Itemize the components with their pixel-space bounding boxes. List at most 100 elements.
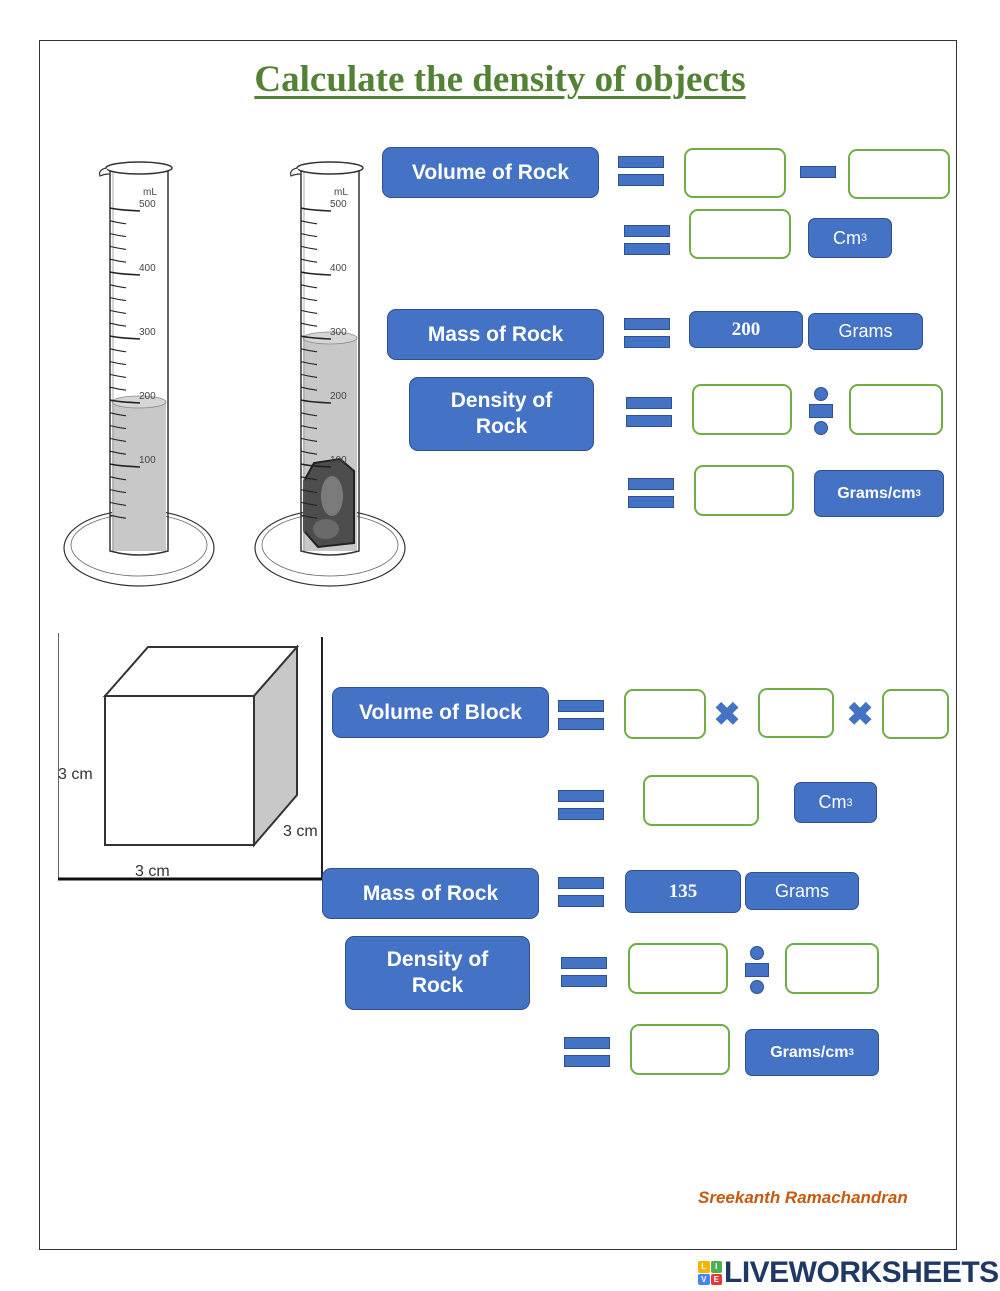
answer-box-density-result[interactable] (630, 1024, 730, 1075)
tick (300, 245, 318, 250)
tick (109, 373, 127, 378)
tick (109, 463, 141, 468)
answer-box-density-volume[interactable] (849, 384, 943, 435)
answer-box-rock-volume[interactable] (689, 209, 791, 259)
answer-box-density-mass[interactable] (692, 384, 792, 435)
equals-icon (618, 156, 664, 186)
unit-label: mL (143, 187, 157, 198)
cube-width-label: 3 cm (135, 863, 170, 880)
tick (300, 463, 332, 468)
unit-label: mL (334, 187, 348, 198)
answer-box-width[interactable] (758, 688, 834, 738)
tick (109, 335, 141, 340)
divide-icon (745, 946, 769, 994)
minus-icon (800, 166, 836, 178)
answer-box-height[interactable] (882, 689, 949, 739)
tick (109, 233, 127, 238)
answer-box-initial-volume[interactable] (848, 149, 950, 199)
tick (300, 489, 318, 494)
tick (300, 271, 332, 276)
cube-illustration: 3 cm 3 cm 3 cm (58, 633, 324, 881)
tick (300, 476, 318, 481)
tick (109, 258, 127, 263)
volume-of-rock-label: Volume of Rock (382, 147, 599, 198)
logo-text: LIVEWORKSHEETS (724, 1256, 999, 1289)
multiply-icon: ✖ (846, 696, 874, 732)
tick (300, 514, 318, 519)
equals-icon (561, 957, 607, 987)
answer-box-final-volume[interactable] (684, 148, 786, 198)
tick (300, 386, 318, 391)
equals-icon (558, 877, 604, 907)
multiply-icon: ✖ (713, 696, 741, 732)
tick (300, 258, 318, 263)
tick (109, 386, 127, 391)
tick (109, 437, 127, 442)
tick-label: 100 (139, 455, 156, 466)
liquid (112, 402, 166, 551)
equals-icon (626, 397, 672, 427)
mass-unit-badge: Grams (745, 872, 859, 910)
logo-tile: L (698, 1261, 710, 1273)
tick (109, 412, 127, 417)
tick (300, 348, 318, 353)
mass-value: 135 (625, 870, 741, 913)
tick (109, 322, 127, 327)
tick-label: 300 (330, 327, 347, 338)
author-credit: Sreekanth Ramachandran (698, 1188, 908, 1207)
tick (300, 501, 318, 506)
answer-box-density-volume[interactable] (785, 943, 879, 994)
divide-icon (809, 387, 833, 435)
equals-icon (558, 790, 604, 820)
tick (109, 399, 141, 404)
tick-label: 200 (139, 391, 156, 402)
answer-box-block-volume[interactable] (643, 775, 759, 826)
tick (300, 309, 318, 314)
tick (300, 361, 318, 366)
tick (109, 309, 127, 314)
tick (300, 322, 318, 327)
tick-label: 500 (139, 199, 156, 210)
tick (300, 335, 332, 340)
cube-height-label: 3 cm (58, 766, 93, 783)
mass-value: 200 (689, 311, 803, 348)
tick-label: 200 (330, 391, 347, 402)
tick (300, 284, 318, 289)
tick-label: 500 (330, 199, 347, 210)
tick (109, 361, 127, 366)
answer-box-density-mass[interactable] (628, 943, 728, 994)
answer-box-density-result[interactable] (694, 465, 794, 516)
mass-of-block-label: Mass of Rock (322, 868, 539, 919)
tick-label: 400 (139, 263, 156, 274)
tick (300, 450, 318, 455)
tick (109, 514, 127, 519)
logo-tile: E (710, 1273, 722, 1285)
tick (300, 233, 318, 238)
answer-box-length[interactable] (624, 689, 706, 739)
page-title: Calculate the density of objects (254, 59, 746, 100)
tick (300, 220, 318, 225)
tick (300, 207, 332, 212)
tick (109, 476, 127, 481)
logo-tile: V (698, 1273, 710, 1285)
tick (300, 399, 332, 404)
mass-unit-badge: Grams (808, 313, 923, 350)
tick-label: 300 (139, 327, 156, 338)
tick (109, 348, 127, 353)
tick (300, 373, 318, 378)
tick (300, 437, 318, 442)
tick (300, 412, 318, 417)
cube-depth-label: 3 cm (283, 823, 318, 840)
volume-of-block-label: Volume of Block (332, 687, 549, 738)
tick-label: 400 (330, 263, 347, 274)
tick (109, 425, 127, 430)
